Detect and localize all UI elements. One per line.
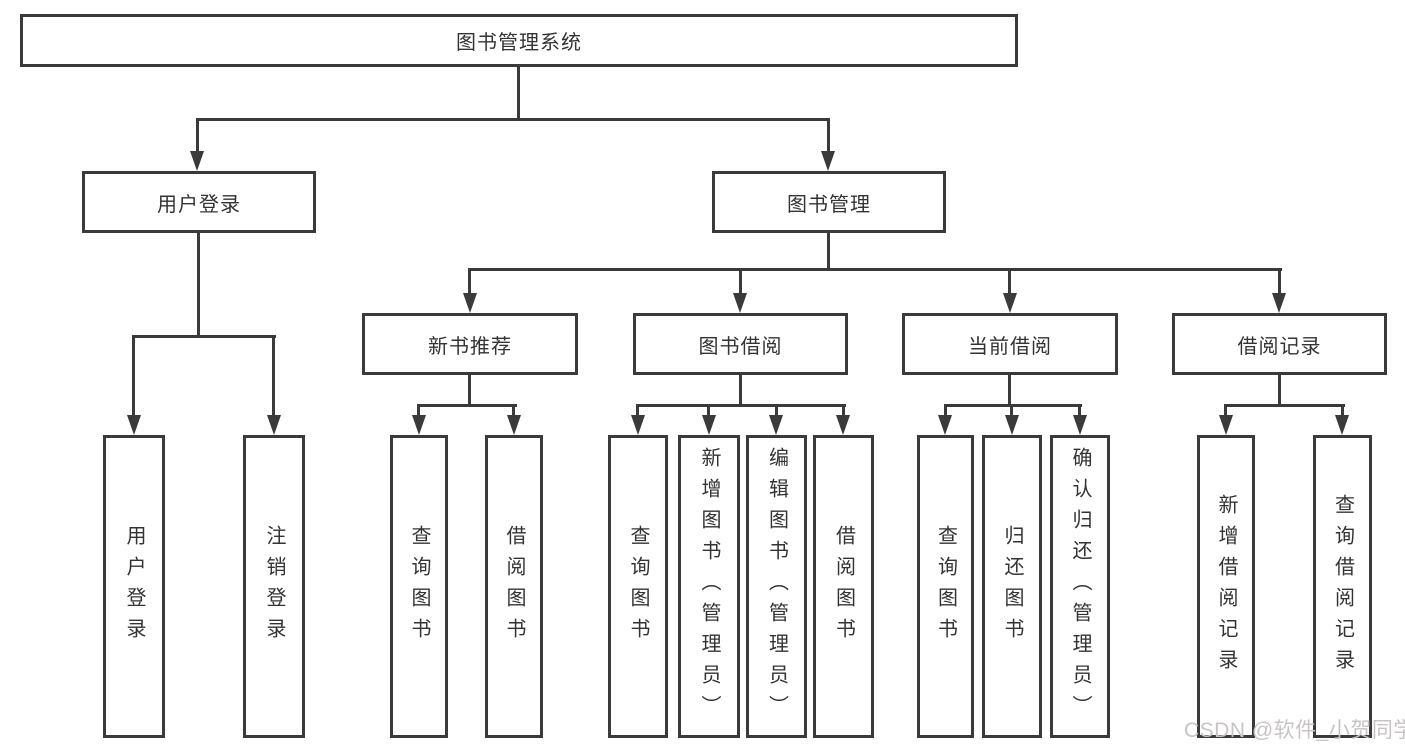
arrowhead-to-edit-books-admin	[769, 415, 783, 435]
connector-borrow-records-stem	[1278, 373, 1281, 406]
leaf-box-borrow-books-recommend: 借阅图书	[485, 435, 543, 738]
connector-drop-borrow-records	[1278, 268, 1281, 296]
node-box-current-borrow: 当前借阅	[902, 313, 1118, 375]
arrowhead-to-user-login	[190, 151, 204, 171]
leaf-label-add-books-admin: 新增图书（管理员）	[698, 447, 720, 726]
leaf-box-query-books-borrow: 查询图书	[608, 435, 668, 738]
leaf-box-logout: 注销登录	[243, 435, 305, 738]
arrowhead-to-borrow-books	[836, 415, 850, 435]
leaf-label-borrow-books: 借阅图书	[832, 524, 855, 649]
leaf-label-add-borrow-record: 新增借阅记录	[1215, 493, 1237, 680]
node-label-user-login: 用户登录	[157, 193, 241, 216]
connector-drop-query-books-current	[944, 404, 947, 418]
connector-drop-new-book-recommend	[468, 268, 471, 296]
connector-drop-book-borrow	[739, 268, 742, 296]
connector-user-login-hbar	[132, 335, 276, 338]
connector-user-login-stem	[197, 232, 200, 337]
connector-drop-user-login	[196, 118, 199, 154]
leaf-box-edit-books-admin: 编辑图书（管理员）	[746, 435, 807, 738]
connector-drop-book-management	[827, 118, 830, 154]
connector-current-borrow-hbar	[944, 404, 1082, 407]
leaf-box-query-books-recommend: 查询图书	[390, 435, 448, 738]
arrowhead-to-logout-leaf	[267, 415, 281, 435]
arrowhead-to-user-login-leaf	[127, 415, 141, 435]
node-label-system: 图书管理系统	[456, 32, 582, 54]
connector-drop-add-borrow-record	[1224, 404, 1227, 418]
leaf-label-user-login: 用户登录	[123, 524, 145, 649]
arrowhead-to-borrow-records	[1272, 293, 1286, 313]
leaf-box-query-books-current: 查询图书	[917, 435, 974, 738]
connector-book-management-hbar	[468, 268, 1282, 271]
node-label-current-borrow: 当前借阅	[968, 335, 1052, 358]
leaf-box-add-borrow-record: 新增借阅记录	[1197, 435, 1255, 738]
connector-drop-current-borrow	[1008, 268, 1011, 296]
connector-drop-borrow-books-recommend	[512, 404, 515, 418]
arrowhead-to-book-management	[821, 151, 835, 171]
connector-drop-logout-leaf	[272, 335, 275, 418]
leaf-box-return-books: 归还图书	[982, 435, 1042, 738]
connector-drop-query-books-borrow	[636, 404, 639, 418]
leaf-label-query-books-recommend: 查询图书	[408, 524, 430, 649]
arrowhead-to-query-books-current	[938, 415, 952, 435]
leaf-label-edit-books-admin: 编辑图书（管理员）	[765, 447, 788, 726]
node-label-book-borrow: 图书借阅	[698, 335, 783, 358]
node-box-system: 图书管理系统	[20, 14, 1018, 67]
connector-new-book-recommend-hbar	[417, 404, 517, 407]
connector-drop-confirm-return-admin	[1078, 404, 1081, 418]
arrowhead-to-query-borrow-record	[1335, 415, 1349, 435]
node-box-borrow-records: 借阅记录	[1172, 313, 1387, 375]
leaf-box-confirm-return-admin: 确认归还（管理员）	[1050, 435, 1110, 738]
node-box-book-management: 图书管理	[712, 171, 946, 233]
leaf-box-borrow-books: 借阅图书	[813, 435, 874, 738]
arrowhead-to-borrow-books-recommend	[507, 415, 521, 435]
watermark: CSDN @软件_小贺同学	[1184, 719, 1405, 742]
arrowhead-to-add-borrow-record	[1219, 415, 1233, 435]
connector-root-hbar	[196, 118, 830, 121]
node-label-borrow-records: 借阅记录	[1237, 335, 1322, 358]
connector-drop-query-books-recommend	[417, 404, 420, 418]
connector-book-borrow-stem	[739, 373, 742, 406]
connector-borrow-records-hbar	[1224, 404, 1345, 407]
connector-current-borrow-stem	[1008, 373, 1011, 406]
connector-new-book-recommend-stem	[468, 373, 471, 406]
node-box-user-login: 用户登录	[82, 171, 316, 233]
connector-drop-add-books-admin	[707, 404, 710, 418]
connector-drop-query-borrow-record	[1341, 404, 1344, 418]
leaf-box-query-borrow-record: 查询借阅记录	[1313, 435, 1372, 738]
arrowhead-to-current-borrow	[1003, 293, 1017, 313]
arrowhead-to-query-books-borrow	[631, 415, 645, 435]
connector-drop-return-books	[1010, 404, 1013, 418]
leaf-label-confirm-return-admin: 确认归还（管理员）	[1069, 447, 1091, 726]
leaf-box-user-login: 用户登录	[103, 435, 165, 738]
node-box-book-borrow: 图书借阅	[633, 313, 848, 375]
leaf-label-borrow-books-recommend: 借阅图书	[503, 524, 525, 649]
arrowhead-to-query-books-recommend	[412, 415, 426, 435]
connector-book-management-stem	[827, 232, 830, 271]
arrowhead-to-return-books	[1005, 415, 1019, 435]
leaf-label-logout: 注销登录	[263, 524, 285, 649]
leaf-label-query-books-borrow: 查询图书	[627, 524, 649, 649]
leaf-box-add-books-admin: 新增图书（管理员）	[678, 435, 740, 738]
arrowhead-to-add-books-admin	[702, 415, 716, 435]
connector-drop-borrow-books	[842, 404, 845, 418]
connector-drop-user-login-leaf	[132, 335, 135, 418]
node-label-book-management: 图书管理	[787, 193, 871, 216]
connector-book-borrow-hbar	[636, 404, 846, 407]
arrowhead-to-book-borrow	[733, 293, 747, 313]
connector-drop-edit-books-admin	[775, 404, 778, 418]
arrowhead-to-new-book-recommend	[463, 293, 477, 313]
arrowhead-to-confirm-return-admin	[1073, 415, 1087, 435]
leaf-label-query-books-current: 查询图书	[934, 524, 957, 649]
leaf-label-return-books: 归还图书	[1001, 524, 1023, 649]
node-label-new-book-recommend: 新书推荐	[428, 335, 512, 358]
connector-root-stem	[517, 66, 520, 120]
node-box-new-book-recommend: 新书推荐	[362, 313, 578, 375]
leaf-label-query-borrow-record: 查询借阅记录	[1331, 493, 1354, 680]
